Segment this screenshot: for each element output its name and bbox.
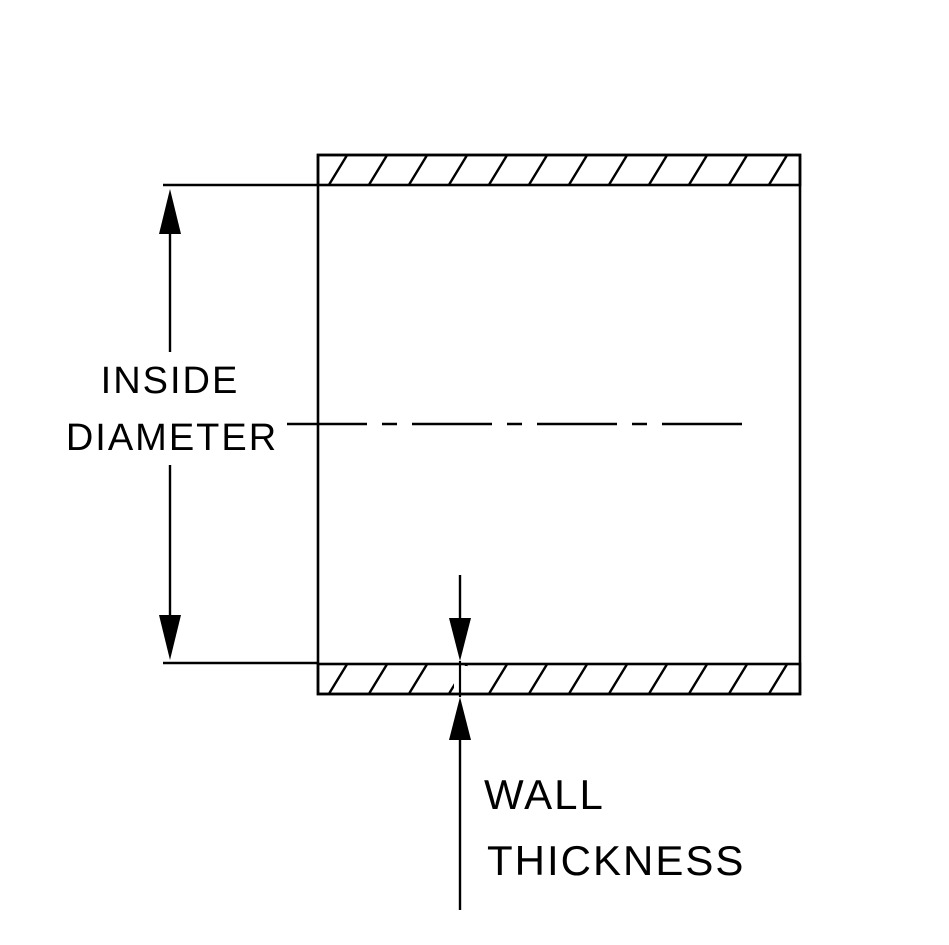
inside-diameter-label-line1: INSIDE — [94, 360, 246, 402]
inside-diameter-arrow-down — [159, 615, 181, 660]
top-wall-hatch — [316, 153, 802, 187]
wall-thickness-arrow-down — [449, 618, 471, 661]
inside-diameter-arrow-up — [159, 189, 181, 234]
inside-diameter-label-line2: DIAMETER — [59, 417, 285, 459]
wall-thickness-label-line1: WALL — [480, 772, 609, 818]
wall-thickness-label-line2: THICKNESS — [483, 838, 750, 884]
bottom-wall-hatch — [316, 662, 802, 696]
wall-thickness-arrow-up — [449, 697, 471, 740]
